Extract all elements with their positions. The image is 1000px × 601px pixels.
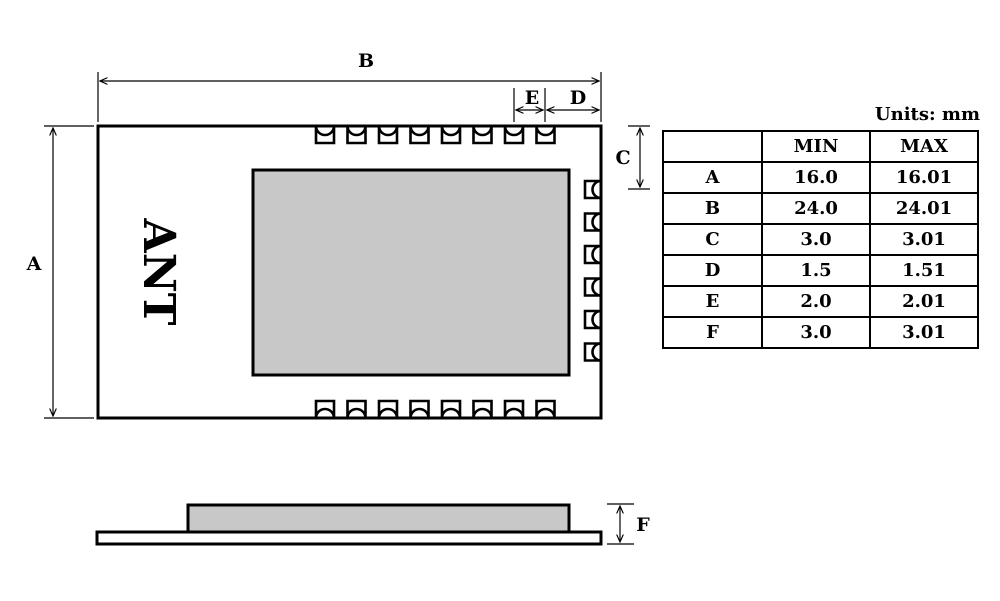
castellated-pad bbox=[535, 125, 556, 145]
units-label: Units: mm bbox=[874, 104, 980, 125]
dimension-c-label: C bbox=[615, 147, 630, 169]
row-max: 3.01 bbox=[869, 316, 979, 349]
row-max: 2.01 bbox=[869, 285, 979, 318]
castellated-pad bbox=[472, 399, 493, 419]
dimension-e-label: E bbox=[525, 87, 539, 109]
dimension-b-label: B bbox=[358, 50, 374, 72]
castellated-pad bbox=[377, 125, 399, 145]
castellated-pad bbox=[440, 399, 462, 419]
table-row: F 3.0 3.01 bbox=[662, 316, 979, 349]
row-min: 2.0 bbox=[761, 285, 871, 318]
castellated-pad bbox=[472, 125, 493, 145]
table-row: C 3.0 3.01 bbox=[662, 223, 979, 256]
dimension-table: MIN MAX A 16.0 16.01 B 24.0 24.01 C 3.0 … bbox=[662, 130, 979, 349]
side-view-shield bbox=[186, 503, 571, 534]
castellated-pad bbox=[409, 125, 430, 145]
dimension-a-label: A bbox=[26, 253, 42, 275]
row-min: 1.5 bbox=[761, 254, 871, 287]
dimension-d-label: D bbox=[570, 87, 586, 109]
side-view-board bbox=[95, 530, 603, 546]
row-dimension: D bbox=[662, 254, 763, 287]
row-min: 3.0 bbox=[761, 223, 871, 256]
castellated-pad bbox=[583, 342, 602, 362]
castellated-pad bbox=[409, 399, 430, 419]
row-dimension: A bbox=[662, 161, 763, 194]
dimension-e: E bbox=[513, 87, 546, 122]
castellated-pad bbox=[440, 125, 462, 145]
row-dimension: E bbox=[662, 285, 763, 318]
row-min: 24.0 bbox=[761, 192, 871, 225]
row-dimension: F bbox=[662, 316, 763, 349]
bottom-pad-row bbox=[314, 399, 556, 419]
chip-marking-label: ANT bbox=[133, 217, 184, 325]
castellated-pad bbox=[377, 399, 399, 419]
header-dimension bbox=[662, 130, 763, 163]
castellated-pad bbox=[583, 244, 602, 265]
dimension-a: A bbox=[26, 125, 94, 419]
table-row: A 16.0 16.01 bbox=[662, 161, 979, 194]
table-row: B 24.0 24.01 bbox=[662, 192, 979, 225]
right-pad-column bbox=[583, 179, 602, 362]
row-dimension: C bbox=[662, 223, 763, 256]
castellated-pad bbox=[535, 399, 556, 419]
table-header-row: MIN MAX bbox=[662, 130, 979, 163]
shield-can bbox=[251, 168, 571, 377]
row-dimension: B bbox=[662, 192, 763, 225]
castellated-pad bbox=[583, 309, 602, 330]
header-max: MAX bbox=[869, 130, 979, 163]
dimension-f-label: F bbox=[636, 514, 650, 536]
dimension-f: F bbox=[607, 503, 650, 545]
dimension-c: C bbox=[615, 125, 650, 190]
dimension-d: D bbox=[547, 87, 599, 110]
castellated-pad bbox=[583, 179, 602, 200]
header-min: MIN bbox=[761, 130, 871, 163]
castellated-pad bbox=[346, 125, 367, 145]
top-pad-row bbox=[314, 125, 556, 145]
castellated-pad bbox=[583, 212, 602, 232]
row-max: 16.01 bbox=[869, 161, 979, 194]
castellated-pad bbox=[346, 399, 367, 419]
table-row: E 2.0 2.01 bbox=[662, 285, 979, 318]
row-min: 3.0 bbox=[761, 316, 871, 349]
dimension-b: B bbox=[97, 50, 602, 122]
row-min: 16.0 bbox=[761, 161, 871, 194]
table-row: D 1.5 1.51 bbox=[662, 254, 979, 287]
castellated-pad bbox=[583, 277, 602, 297]
row-max: 1.51 bbox=[869, 254, 979, 287]
castellated-pad bbox=[503, 399, 525, 419]
castellated-pad bbox=[314, 125, 336, 145]
castellated-pad bbox=[503, 125, 525, 145]
row-max: 24.01 bbox=[869, 192, 979, 225]
row-max: 3.01 bbox=[869, 223, 979, 256]
castellated-pad bbox=[314, 399, 336, 419]
